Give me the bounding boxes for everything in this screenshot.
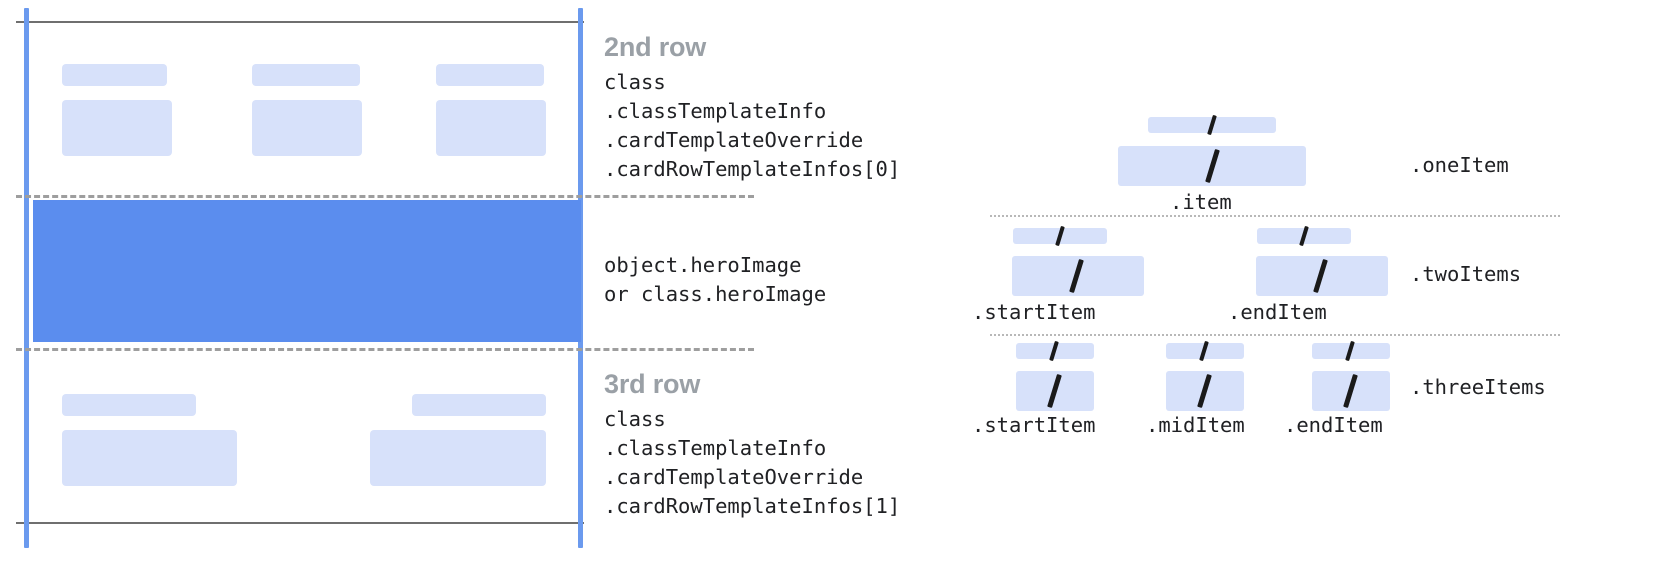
variant-divider-1 bbox=[990, 215, 1560, 217]
hero-code-line-1: object.heroImage bbox=[604, 253, 802, 277]
card-left-guide-rail bbox=[24, 8, 29, 548]
third-row-code-line-2: .classTemplateInfo bbox=[604, 436, 827, 461]
placeholder-label-3 bbox=[436, 64, 544, 86]
two-items-start-unit bbox=[1012, 225, 1144, 298]
slash-icon bbox=[1313, 259, 1328, 293]
slash-icon bbox=[1199, 340, 1209, 362]
three-items-mid-unit bbox=[1166, 340, 1244, 413]
item-variants-diagram: .item .oneItem .startItem .endItem .twoI… bbox=[960, 0, 1676, 584]
third-row-code-line-3: .cardTemplateOverride bbox=[604, 465, 864, 490]
two-items-start-bar-large bbox=[1012, 256, 1144, 296]
second-row-code-line-2: .classTemplateInfo bbox=[604, 99, 827, 124]
one-item-unit bbox=[1118, 114, 1306, 197]
two-items-end-bar-small bbox=[1257, 225, 1351, 247]
three-items-start-sub-label: .startItem bbox=[972, 413, 1096, 437]
variant-divider-2 bbox=[990, 334, 1560, 336]
third-row-code-line-4: .cardRowTemplateInfos[1] bbox=[604, 494, 901, 519]
two-items-end-bar-large bbox=[1256, 256, 1388, 296]
slash-icon bbox=[1299, 225, 1309, 247]
hero-code-line-2: or class.heroImage bbox=[604, 282, 827, 306]
second-row-code-line-4: .cardRowTemplateInfos[0] bbox=[604, 157, 901, 182]
placeholder-value-1 bbox=[62, 100, 172, 156]
second-row-annotation: 2nd row class .classTemplateInfo .cardTe… bbox=[604, 32, 900, 184]
third-row-code-line-1: class bbox=[604, 407, 666, 432]
two-items-row-label: .twoItems bbox=[1410, 262, 1522, 286]
slash-icon bbox=[1345, 340, 1355, 362]
slash-icon bbox=[1049, 340, 1059, 362]
two-items-start-bar-small bbox=[1013, 225, 1107, 247]
row-divider-bottom bbox=[16, 348, 754, 351]
slash-icon bbox=[1069, 259, 1084, 293]
hero-image-band bbox=[33, 200, 581, 342]
three-items-mid-sub-label: .midItem bbox=[1146, 413, 1245, 437]
placeholder-value-2 bbox=[252, 100, 362, 156]
three-items-end-bar-large bbox=[1312, 371, 1390, 411]
third-row-annotation: 3rd row class .classTemplateInfo .cardTe… bbox=[604, 369, 900, 521]
three-items-mid-bar-small bbox=[1166, 340, 1244, 362]
card-top-border bbox=[16, 21, 584, 23]
placeholder-label-2 bbox=[252, 64, 360, 86]
placeholder-label-5 bbox=[412, 394, 546, 416]
three-items-start-bar-large bbox=[1016, 371, 1094, 411]
two-items-end-unit bbox=[1256, 225, 1388, 298]
slash-icon bbox=[1055, 225, 1065, 247]
third-row-title: 3rd row bbox=[604, 369, 701, 399]
placeholder-value-3 bbox=[436, 100, 546, 156]
second-row-title: 2nd row bbox=[604, 32, 707, 62]
placeholder-label-1 bbox=[62, 64, 167, 86]
second-row-code-line-3: .cardTemplateOverride bbox=[604, 128, 864, 153]
one-item-bar-large bbox=[1118, 146, 1306, 186]
second-row-code-line-1: class bbox=[604, 70, 666, 95]
hero-image-annotation: object.heroImage or class.heroImage bbox=[604, 251, 826, 309]
two-items-end-sub-label: .endItem bbox=[1228, 300, 1327, 324]
card-layout-diagram bbox=[0, 0, 754, 584]
one-item-sub-label: .item bbox=[1170, 190, 1232, 214]
placeholder-label-4 bbox=[62, 394, 196, 416]
card-bottom-border bbox=[16, 522, 584, 524]
three-items-start-unit bbox=[1016, 340, 1094, 413]
slash-icon bbox=[1197, 374, 1212, 408]
three-items-end-sub-label: .endItem bbox=[1284, 413, 1383, 437]
three-items-start-bar-small bbox=[1016, 340, 1094, 362]
two-items-start-sub-label: .startItem bbox=[972, 300, 1096, 324]
placeholder-value-4 bbox=[62, 430, 237, 486]
slash-icon bbox=[1343, 374, 1358, 408]
slash-icon bbox=[1205, 149, 1220, 183]
slash-icon bbox=[1207, 114, 1217, 136]
three-items-mid-bar-large bbox=[1166, 371, 1244, 411]
placeholder-value-5 bbox=[370, 430, 546, 486]
three-items-row-label: .threeItems bbox=[1410, 375, 1546, 399]
slash-icon bbox=[1047, 374, 1062, 408]
row-divider-top bbox=[16, 195, 754, 198]
one-item-bar-small bbox=[1148, 114, 1276, 136]
one-item-row-label: .oneItem bbox=[1410, 153, 1509, 177]
three-items-end-bar-small bbox=[1312, 340, 1390, 362]
three-items-end-unit bbox=[1312, 340, 1390, 413]
